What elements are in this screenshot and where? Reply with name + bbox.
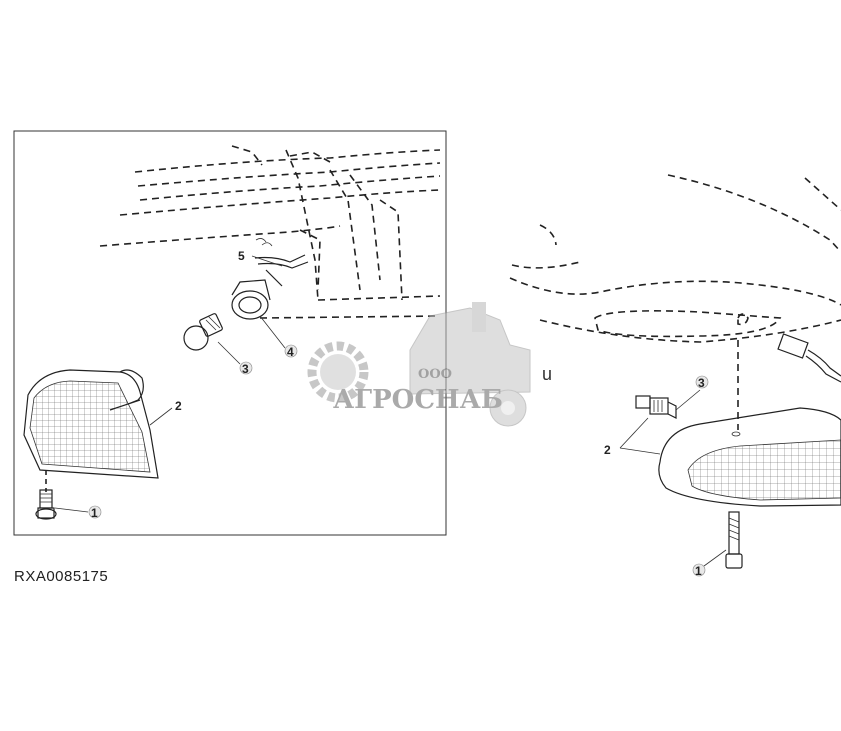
right-vehicle-outline (509, 174, 841, 430)
svg-text:4: 4 (287, 345, 294, 359)
svg-text:2: 2 (604, 443, 611, 457)
lamp-housing-right (658, 407, 841, 507)
left-callout-leaders (54, 255, 286, 513)
lamp-housing-left (23, 369, 159, 479)
svg-text:3: 3 (698, 376, 705, 390)
agrosnab-watermark: ООО АГРОСНАБ (307, 302, 531, 427)
screw-left (35, 470, 57, 520)
screw-right (725, 511, 743, 569)
right-callouts: 3 2 1 (604, 375, 709, 578)
svg-text:5: 5 (238, 249, 245, 263)
watermark-prefix: ООО (418, 367, 452, 382)
bulb-socket-assembly (231, 238, 309, 320)
svg-text:1: 1 (695, 564, 702, 578)
callout-3-left: 3 (239, 361, 253, 376)
wire-connector-right (777, 333, 841, 383)
svg-text:2: 2 (175, 399, 182, 413)
callout-3-right: 3 (695, 375, 709, 390)
bulb-socket-right (635, 395, 677, 419)
harvester-icon (409, 302, 531, 427)
left-callouts: 5 4 3 2 1 (88, 249, 298, 520)
svg-text:1: 1 (91, 506, 98, 520)
callout-1-right: 1 (692, 563, 706, 578)
svg-text:3: 3 (242, 362, 249, 376)
callout-2-left: 2 (175, 399, 182, 413)
left-vehicle-outline (99, 145, 441, 319)
stray-letter: u (542, 364, 552, 384)
figure-code: RXA0085175 (14, 568, 109, 585)
right-callout-leaders (619, 389, 727, 567)
gear-icon (307, 341, 369, 403)
callout-4-left: 4 (284, 344, 298, 359)
callout-1-left: 1 (88, 505, 102, 520)
callout-5-left: 5 (238, 249, 245, 263)
bulb (183, 313, 223, 351)
callout-2-right: 2 (604, 443, 611, 457)
watermark-name: АГРОСНАБ (333, 385, 503, 415)
